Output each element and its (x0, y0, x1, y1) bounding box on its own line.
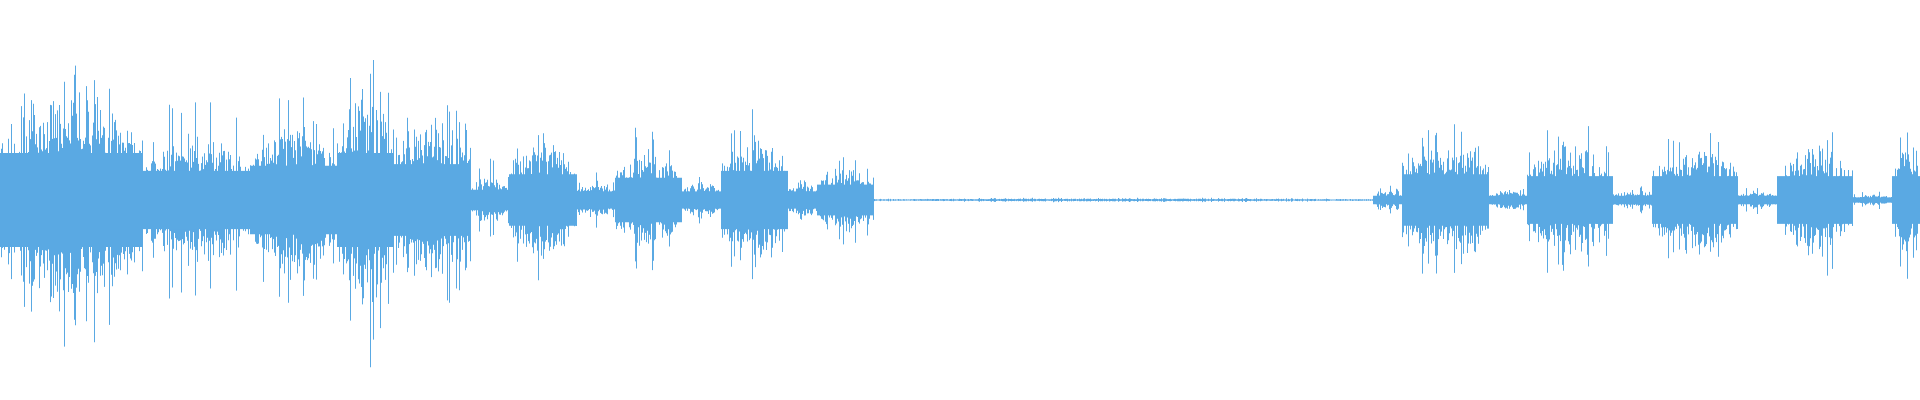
waveform-graphic (0, 60, 1920, 368)
